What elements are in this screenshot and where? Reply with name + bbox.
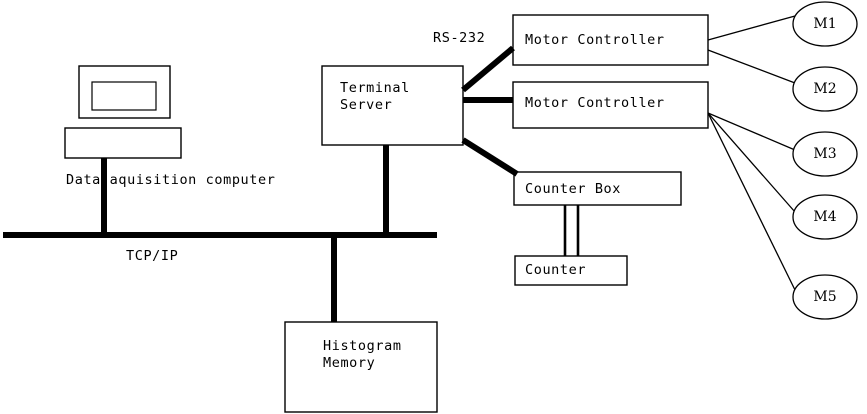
counter-box xyxy=(514,255,628,286)
link-mc2-to-m5 xyxy=(707,112,796,291)
rs232-link-mc1 xyxy=(461,45,515,93)
histogram-memory-label-line2: Memory xyxy=(323,355,376,371)
link-mc1-to-m2 xyxy=(707,49,796,84)
motor-label-m2: M2 xyxy=(813,81,837,97)
motor-label-m3: M3 xyxy=(813,146,837,162)
motor-controller-1-box xyxy=(512,14,709,66)
motor-controller-2-box xyxy=(512,81,709,129)
tcpip-label: TCP/IP xyxy=(126,248,179,264)
motor-label-m5: M5 xyxy=(813,289,837,305)
crt-monitor-screen xyxy=(91,81,157,111)
motor-ellipse-m1 xyxy=(792,1,858,47)
counter-box-label: Counter Box xyxy=(525,181,622,197)
motor-controller-2-label: Motor Controller xyxy=(525,95,665,111)
motor-ellipse-m3 xyxy=(792,131,858,177)
terminal-server-label-line2: Server xyxy=(340,97,393,113)
rs232-label: RS-232 xyxy=(433,30,486,46)
motor-ellipse-m2 xyxy=(792,66,858,112)
terminal-server-label-line1: Terminal xyxy=(340,80,410,96)
link-mc2-to-m4 xyxy=(707,112,796,213)
terminal-server-box xyxy=(321,65,464,146)
histogram-memory-label-line1: Histogram xyxy=(323,338,402,354)
rs232-link-counter-box xyxy=(461,137,519,177)
motor-controller-1-label: Motor Controller xyxy=(525,32,665,48)
data-acquisition-computer-label: Data aquisition computer xyxy=(66,172,276,188)
motor-label-m1: M1 xyxy=(813,16,837,32)
computer-base-box xyxy=(64,127,182,159)
counter-box-box xyxy=(513,171,682,206)
link-mc2-to-m3 xyxy=(707,112,796,151)
link-mc1-to-m1 xyxy=(707,15,796,41)
histogram-memory-box xyxy=(284,321,438,413)
motor-ellipse-m4 xyxy=(792,194,858,240)
motor-ellipse-m5 xyxy=(792,274,858,320)
motor-label-m4: M4 xyxy=(813,209,837,225)
counter-label: Counter xyxy=(525,262,587,278)
